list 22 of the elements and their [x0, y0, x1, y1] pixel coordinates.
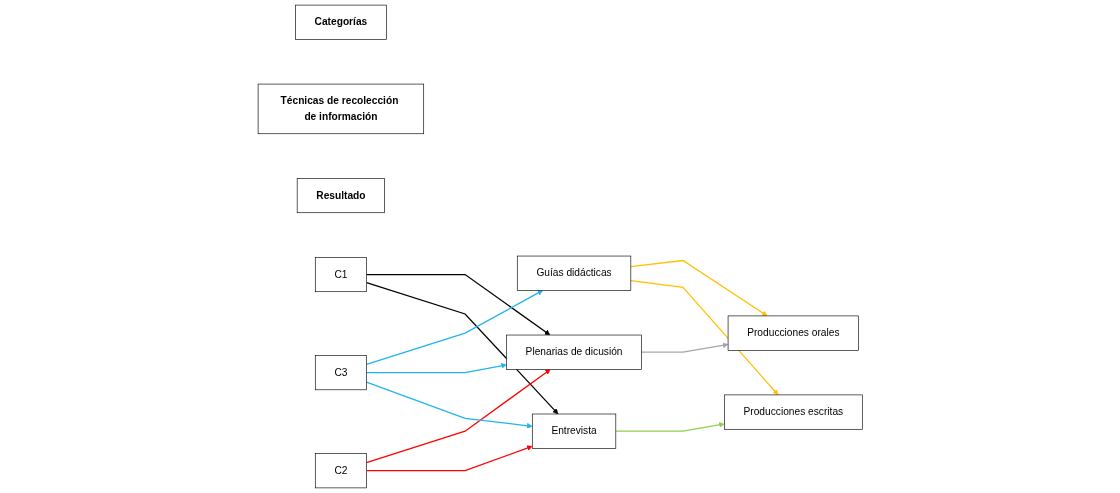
node-box: C3 [314, 355, 367, 391]
node-box: Entrevista [531, 413, 616, 449]
node-box: Técnicas de recolección de información [257, 83, 424, 135]
node-box: C1 [314, 257, 367, 293]
arrow [630, 279, 779, 396]
node-box: Plenarias de dicusión [506, 334, 642, 370]
node-box: Producciones orales [727, 315, 859, 351]
node-box: Categorías [294, 4, 387, 40]
node-box: Resultado [296, 178, 385, 214]
arrow [614, 422, 725, 432]
arrow [365, 363, 507, 374]
arrow [365, 273, 550, 336]
node-box: C2 [314, 453, 367, 489]
arrow [365, 445, 533, 472]
arrow [365, 381, 533, 429]
arrow [630, 259, 768, 317]
arrow [640, 342, 729, 353]
node-box: Producciones escritas [723, 394, 863, 430]
arrow [365, 282, 559, 415]
arrow [365, 290, 543, 366]
node-box: Guías didácticas [516, 255, 631, 291]
arrow [365, 369, 551, 464]
